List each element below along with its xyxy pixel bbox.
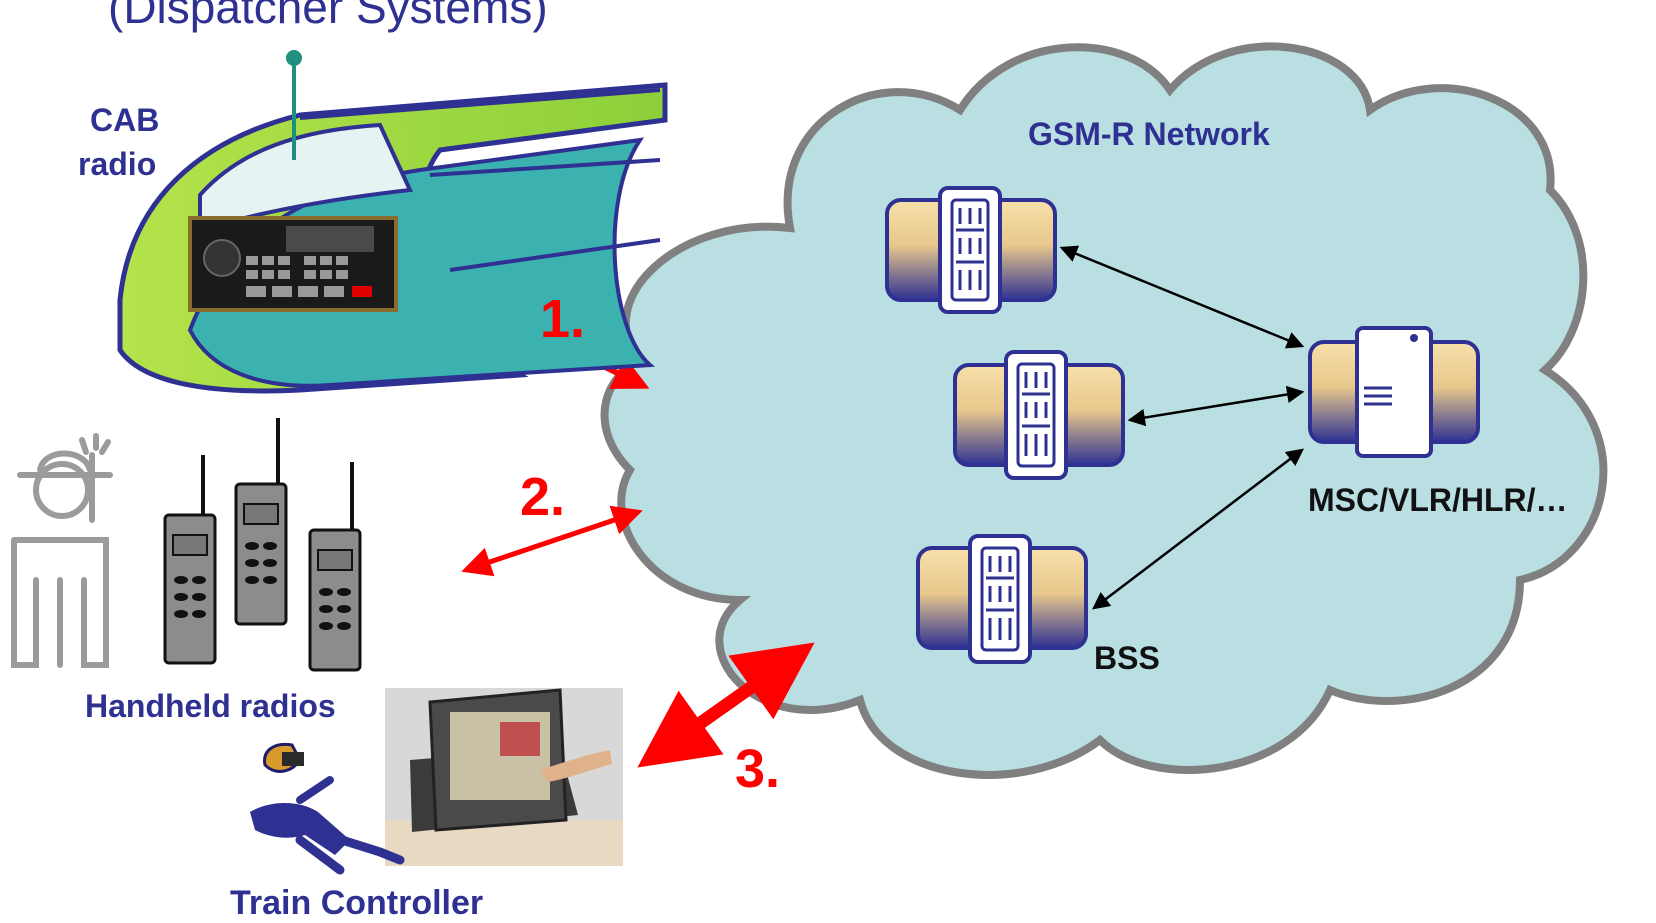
dispatcher-terminal-photo <box>385 688 623 866</box>
network-label: GSM-R Network <box>1028 116 1270 152</box>
network-links <box>1059 245 1305 610</box>
train-controller-figure <box>250 742 405 875</box>
handheld-radio-2 <box>234 418 288 626</box>
train-controller-label: Train Controller <box>230 884 484 922</box>
link-2-number: 2. <box>520 467 566 527</box>
link-2-arrow <box>461 505 643 577</box>
handheld-radio-3 <box>308 462 362 672</box>
rail-worker-figure <box>11 433 113 668</box>
bss-label: BSS <box>1094 640 1160 676</box>
handheld-radio-1 <box>163 455 217 665</box>
cab-radio-unit <box>188 216 398 312</box>
link-3-arrow <box>637 642 815 768</box>
handheld-radios-label: Handheld radios <box>85 688 336 724</box>
cab-radio-label-line1: CAB <box>90 102 160 138</box>
link-3-number: 3. <box>735 739 781 799</box>
bts-node-top <box>885 186 1057 314</box>
cab-radio-label-line2: radio <box>78 146 157 182</box>
msc-label: MSC/VLR/HLR/… <box>1308 482 1568 518</box>
msc-node <box>1308 326 1480 458</box>
link-1-number: 1. <box>540 289 586 349</box>
bts-node-bss <box>916 534 1088 664</box>
top-title-fragment: (Dispatcher Systems) <box>108 0 548 33</box>
bts-node-middle <box>953 350 1125 480</box>
train-illustration <box>117 50 668 394</box>
